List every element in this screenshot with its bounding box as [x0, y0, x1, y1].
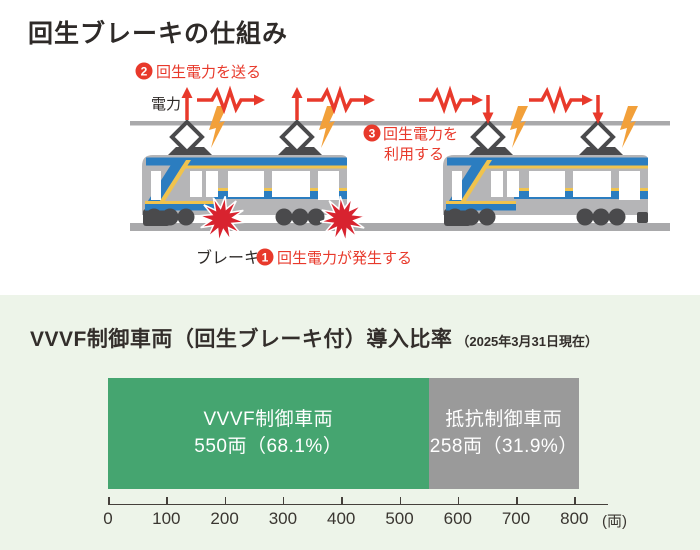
axis-tick-label: 700: [501, 509, 531, 528]
axis-tick-label: 0: [103, 509, 113, 528]
lightning-bolt-icon: [510, 106, 528, 148]
x-axis: (両) 0 100 200 300 400 500 600 700 800: [103, 496, 627, 535]
axis-tick: [516, 496, 518, 504]
axis-tick: [574, 496, 576, 504]
axis-tick-label: 600: [443, 509, 472, 528]
step3-badge-number: 3: [369, 127, 376, 141]
regenerative-brake-diagram: 電力 2 回生電力を送る 3 回生電力を 利用する ブレーキ 1 回生電力が発生…: [130, 62, 670, 267]
segment-label: 抵抗制御車両: [445, 408, 563, 430]
segment-value: 258両（31.9%）: [429, 435, 578, 457]
overhead-wire: [130, 121, 670, 126]
axis-tick-label: 200: [210, 509, 239, 528]
brake-label: ブレーキ: [196, 248, 260, 267]
power-out-arrow: [291, 85, 375, 120]
segment-label: VVVF制御車両: [203, 408, 334, 430]
chart-panel: VVVF制御車両（回生ブレーキ付）導入比率（2025年3月31日現在） VVVF…: [0, 295, 700, 550]
axis-tick-label: 500: [385, 509, 414, 528]
axis-tick: [224, 496, 227, 504]
page-title: 回生ブレーキの仕組み: [28, 20, 289, 48]
bar-segment-resistance: 抵抗制御車両 258両（31.9%）: [428, 378, 579, 489]
axis-tick: [457, 496, 460, 504]
step1-text: 回生電力が発生する: [277, 250, 412, 267]
train-accelerating: [441, 120, 650, 228]
step2-text: 回生電力を送る: [156, 64, 261, 81]
lightning-bolt-icon: [620, 106, 638, 148]
stacked-bar: VVVF制御車両 550両（68.1%） 抵抗制御車両 258両（31.9%）: [108, 378, 579, 489]
rail-track: [130, 223, 670, 231]
segment-value: 550両（68.1%）: [194, 435, 343, 457]
step1-badge: [256, 248, 274, 266]
step3-label: 3 回生電力を 利用する: [363, 124, 458, 163]
step2-badge-number: 2: [141, 65, 148, 79]
axis-tick-label: 100: [152, 509, 181, 528]
axis-tick: [282, 496, 285, 504]
power-in-arrow: [529, 85, 604, 124]
chart-title-text: VVVF制御車両（回生ブレーキ付）導入比率: [30, 328, 453, 351]
axis-unit-label: (両): [602, 513, 627, 530]
axis-tick: [399, 496, 401, 504]
step1-badge-number: 1: [262, 251, 269, 265]
axis-tick: [341, 496, 343, 504]
train-braking: [140, 120, 349, 228]
stacked-bar-chart: VVVF制御車両 550両（68.1%） 抵抗制御車両 258両（31.9%）: [108, 378, 579, 489]
step2-label: 2 回生電力を送る: [135, 62, 261, 81]
step3-text-line2: 利用する: [384, 146, 444, 163]
power-out-arrow: [181, 85, 265, 120]
axis-tick-label: 300: [268, 509, 298, 528]
bar-segment-vvvf: VVVF制御車両 550両（68.1%）: [108, 378, 429, 489]
step2-badge: [135, 62, 153, 80]
step3-badge: [363, 124, 381, 142]
chart-subtitle: （2025年3月31日現在）: [456, 334, 598, 349]
power-in-arrow: [419, 85, 494, 124]
step3-text-line1: 回生電力を: [383, 126, 458, 143]
step1-label: ブレーキ 1 回生電力が発生する: [196, 248, 412, 267]
power-label: 電力: [151, 96, 181, 113]
chart-title: VVVF制御車両（回生ブレーキ付）導入比率（2025年3月31日現在）: [30, 323, 598, 353]
axis-tick: [166, 496, 168, 504]
axis-tick-label: 800: [560, 509, 589, 528]
axis-tick-label: 400: [327, 509, 356, 528]
axis-tick: [108, 496, 110, 504]
